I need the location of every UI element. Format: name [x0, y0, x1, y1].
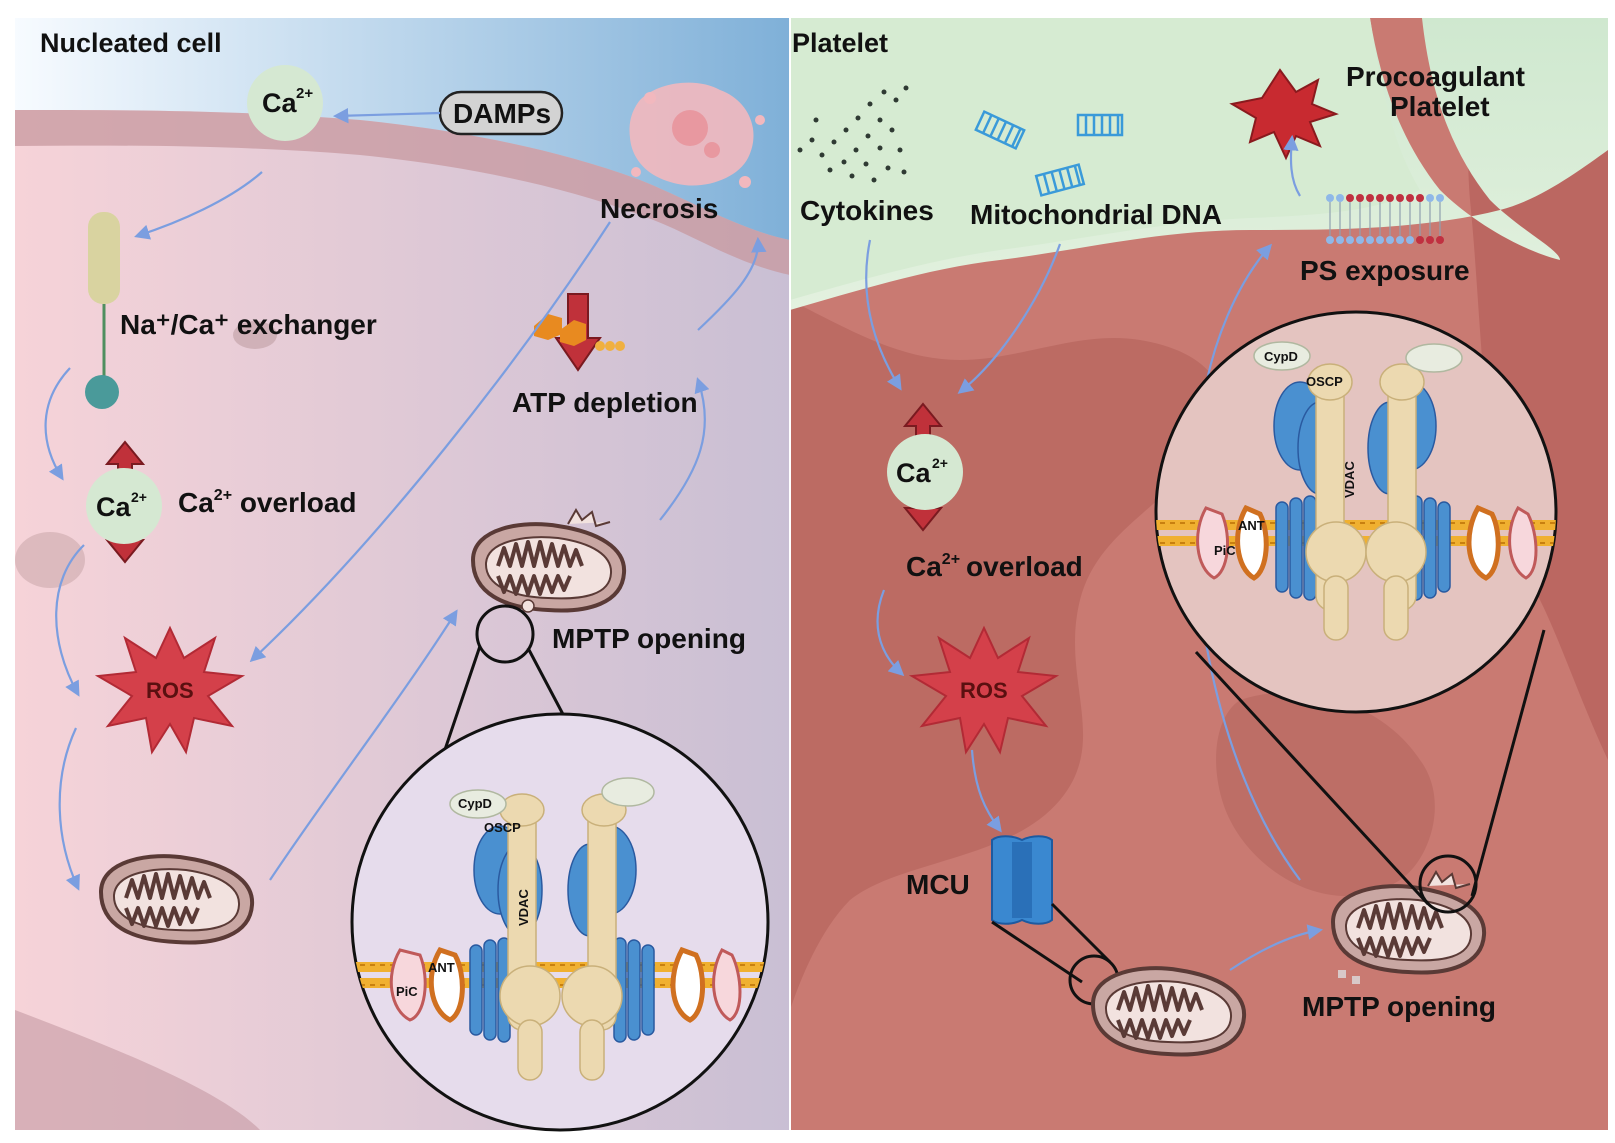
arrow-mito-to-mptp-right	[1229, 924, 1324, 971]
mitochondrion-icon	[99, 854, 255, 945]
mitochondrion-icon-right	[1091, 966, 1247, 1057]
cytokines-label: Cytokines	[800, 195, 934, 226]
zoom-line-mcu-a	[991, 920, 1083, 984]
zoom-line-right-b	[1470, 629, 1546, 897]
ca-overload-ion-text: Ca	[178, 487, 214, 518]
extracellular-space	[15, 18, 790, 240]
oscp-label-right: OSCP	[1306, 374, 1343, 389]
arrow-ca-to-ros	[55, 544, 85, 697]
mito-dna-label: Mitochondrial DNA	[970, 199, 1222, 230]
zoom-line-mcu-b	[1050, 902, 1112, 964]
ca-ion-label-right: Ca	[896, 458, 931, 488]
ant-label-right: ANT	[1238, 518, 1265, 533]
pic-label-right: PiC	[1214, 543, 1236, 558]
ps-exposure-label: PS exposure	[1300, 255, 1470, 286]
ca-overload-label-right: Ca2+ overload	[906, 551, 1083, 582]
vdac-label-right: VDAC	[1342, 461, 1357, 498]
na-ca-exchanger-icon	[85, 212, 120, 409]
ca-ion-right: Ca 2+	[887, 434, 963, 510]
procoagulant-label-1: Procoagulant	[1346, 61, 1525, 92]
damps-label: DAMPs	[453, 98, 551, 129]
mcu-channel-icon	[991, 835, 1053, 925]
mito-dna-icon	[974, 109, 1124, 197]
procoagulant-label-2: Platelet	[1390, 91, 1490, 122]
damps-pill: DAMPs	[438, 90, 564, 136]
exchanger-label: Na⁺/Ca⁺ exchanger	[120, 309, 377, 340]
ca-overload-ion-label: Ca	[96, 492, 131, 522]
ca-overload-ion-right: Ca	[906, 551, 942, 582]
damaged-mitochondrion-icon-right	[1331, 870, 1487, 984]
left-panel: Nucleated cell Ca 2+ DAMPs Necrosis	[15, 18, 790, 1132]
cell-membrane	[15, 110, 790, 275]
procoagulant-platelet-icon	[1229, 68, 1339, 161]
mptp-opening-label-left: MPTP opening	[552, 623, 746, 654]
vdac-label-left: VDAC	[516, 889, 531, 926]
cypd-label-right: CypD	[1264, 349, 1298, 364]
arrow-atp-to-necrosis	[697, 236, 767, 331]
cypd-label-left: CypD	[458, 796, 492, 811]
right-panel-title: Platelet	[792, 28, 888, 58]
arrow-ros-to-mito	[58, 727, 80, 891]
necrosis-label: Necrosis	[600, 193, 718, 224]
oscp-label-left: OSCP	[484, 820, 521, 835]
ros-label-right: ROS	[960, 678, 1008, 703]
ps-exposure-icon	[1326, 194, 1444, 244]
atp-depletion-icon	[534, 293, 625, 372]
arrow-mtdna-to-ca	[957, 243, 1062, 394]
ca-overload-ion-charge: 2+	[131, 489, 147, 505]
damaged-mitochondrion-icon	[471, 508, 627, 613]
arrow-exchanger-to-ca	[44, 367, 71, 481]
right-panel: Platelet Cytokines Mitochondrial DNA Pro…	[790, 18, 1608, 1130]
atp-depletion-label: ATP depletion	[512, 387, 698, 418]
ca-overload-charge-right: 2+	[942, 551, 960, 568]
arrow-mito-to-mptp	[269, 609, 458, 881]
ca-ion-label: Ca	[262, 88, 297, 118]
mptp-pore-left: CypD OSCP VDAC ANT PiC	[350, 712, 770, 1132]
zoom-line-left-b	[526, 647, 568, 721]
arrow-ps-to-platelet	[1283, 134, 1301, 197]
left-panel-title: Nucleated cell	[40, 28, 222, 58]
arrow-ca-to-ros-right	[876, 589, 905, 677]
mptp-opening-label-right: MPTP opening	[1302, 991, 1496, 1022]
ca-ion-intracellular: Ca 2+	[86, 468, 162, 544]
ca-overload-label: Ca2+ overload	[178, 487, 357, 518]
zoom-small-circle-left	[475, 604, 535, 664]
arrow-mptp-to-atp	[659, 377, 710, 521]
ca-ion-charge: 2+	[296, 85, 313, 102]
ca-overload-charge-text: 2+	[214, 487, 232, 504]
ca-ion-extracellular: Ca 2+	[247, 65, 323, 141]
ca-ion-charge-right: 2+	[932, 455, 948, 471]
platelet-exterior	[790, 18, 1420, 300]
ca-overload-word: overload	[232, 487, 356, 518]
cytokines-icon	[797, 85, 909, 183]
mcu-label: MCU	[906, 869, 970, 900]
pic-label-left: PiC	[396, 984, 418, 999]
arrow-damps-to-ca	[332, 107, 441, 124]
ca-overload-word-right: overload	[966, 551, 1083, 582]
ros-label: ROS	[146, 678, 194, 703]
zoom-line-right-a	[1194, 650, 1430, 906]
necrotic-cell-icon	[629, 82, 765, 188]
ant-label-left: ANT	[428, 960, 455, 975]
arrow-ca-to-exchanger	[134, 171, 263, 240]
arrow-ros-to-mcu	[970, 749, 1002, 833]
arrow-cytokines-to-ca	[865, 239, 902, 391]
arrow-necrosis-to-ros	[249, 221, 611, 663]
mptp-pore-right: CypD OSCP VDAC ANT PiC	[1154, 310, 1558, 714]
